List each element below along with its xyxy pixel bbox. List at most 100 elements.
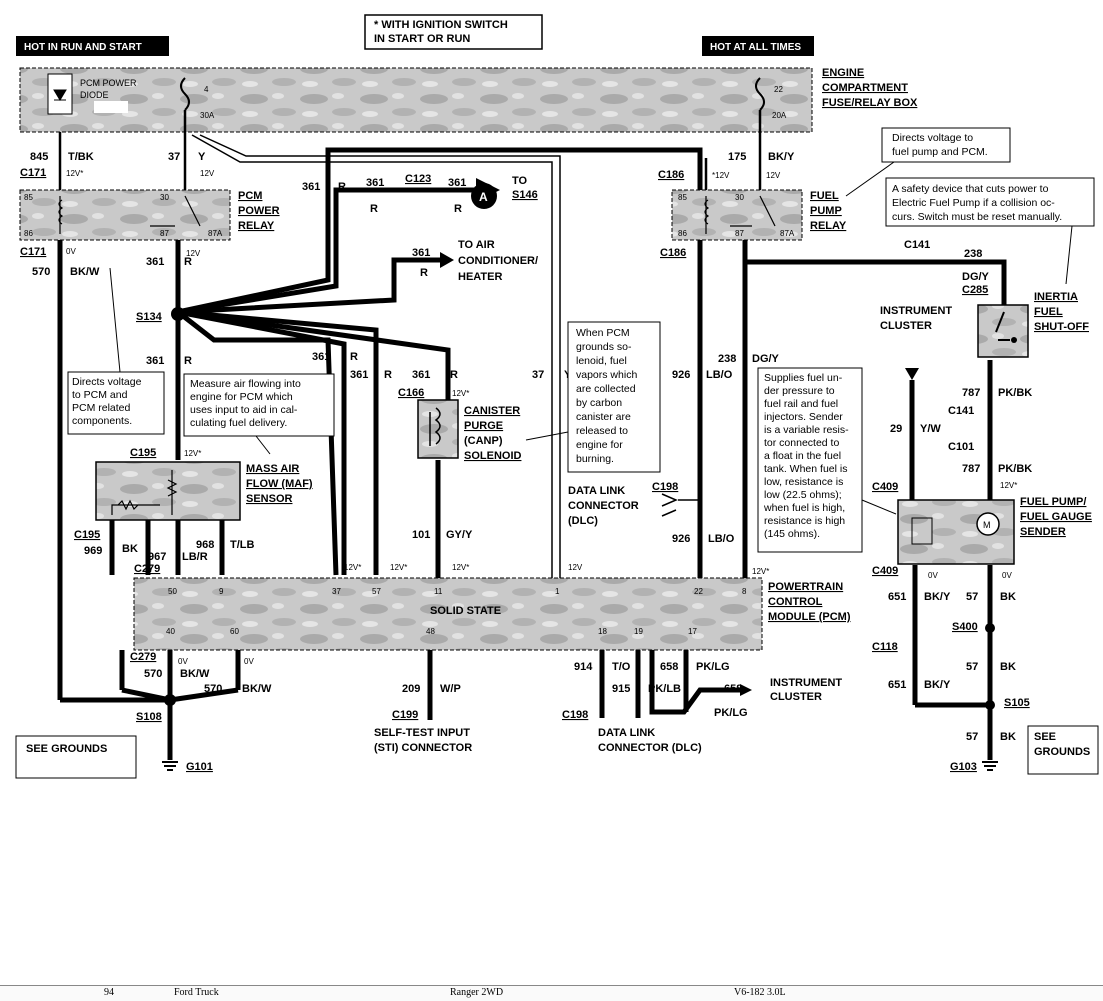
- svg-text:INSTRUMENT: INSTRUMENT: [770, 677, 842, 689]
- svg-text:tank. When fuel is: tank. When fuel is: [764, 463, 847, 475]
- fuse-relay-box: [19, 67, 813, 133]
- see-grounds-box-left: [15, 735, 137, 779]
- to-ac-arrow: [440, 252, 454, 268]
- svg-text:651: 651: [888, 679, 906, 691]
- svg-text:CONTROL: CONTROL: [768, 596, 823, 608]
- svg-text:(CANP): (CANP): [464, 435, 503, 447]
- svg-text:175: 175: [728, 151, 746, 163]
- svg-text:CONNECTOR: CONNECTOR: [568, 500, 639, 512]
- svg-text:C171: C171: [20, 246, 46, 258]
- svg-text:C279: C279: [130, 651, 156, 663]
- fuse-4-num: 4: [204, 85, 209, 94]
- svg-text:PK/BK: PK/BK: [998, 387, 1032, 399]
- ignition-note-box: [364, 14, 543, 50]
- svg-text:canister are: canister are: [576, 411, 631, 423]
- svg-text:(STI) CONNECTOR: (STI) CONNECTOR: [374, 742, 472, 754]
- svg-text:Y/W: Y/W: [920, 423, 941, 435]
- svg-text:12V*: 12V*: [390, 563, 407, 572]
- svg-text:CONDITIONER/: CONDITIONER/: [458, 255, 538, 267]
- svg-text:released to: released to: [576, 425, 628, 437]
- svg-text:361: 361: [412, 369, 430, 381]
- svg-text:12V: 12V: [186, 249, 201, 258]
- svg-text:R: R: [338, 181, 346, 193]
- splice-s134: [171, 307, 185, 321]
- svg-text:BK: BK: [1000, 591, 1016, 603]
- svg-text:SEE: SEE: [1034, 731, 1056, 743]
- pcm-relay-title-2: POWER: [238, 205, 280, 217]
- svg-text:12V: 12V: [200, 169, 215, 178]
- svg-text:658: 658: [724, 683, 742, 695]
- svg-text:Directs voltage: Directs voltage: [72, 376, 142, 388]
- svg-text:57: 57: [372, 587, 381, 596]
- to-cluster-arrow: [740, 684, 752, 696]
- svg-text:INERTIA: INERTIA: [1034, 291, 1078, 303]
- svg-text:lenoid, fuel: lenoid, fuel: [576, 355, 627, 367]
- svg-text:R: R: [454, 203, 462, 215]
- svg-text:C171: C171: [20, 167, 46, 179]
- pcm-relay-title-3: RELAY: [238, 220, 275, 232]
- pcm-relay-title-1: PCM: [238, 190, 262, 202]
- svg-text:S146: S146: [512, 189, 538, 201]
- svg-text:BK: BK: [1000, 661, 1016, 673]
- svg-text:87: 87: [735, 229, 744, 238]
- svg-text:low (22.5 ohms);: low (22.5 ohms);: [764, 489, 842, 501]
- svg-text:SOLENOID: SOLENOID: [464, 450, 522, 462]
- fuse-22: [755, 77, 765, 111]
- footer-page: 94: [104, 987, 114, 998]
- svg-text:87A: 87A: [780, 229, 795, 238]
- svg-text:Y: Y: [198, 151, 206, 163]
- svg-text:resistance is high: resistance is high: [764, 515, 845, 527]
- svg-text:LB/O: LB/O: [708, 533, 735, 545]
- svg-text:BK: BK: [122, 543, 138, 555]
- svg-text:22: 22: [694, 587, 703, 596]
- svg-text:POWERTRAIN: POWERTRAIN: [768, 581, 843, 593]
- svg-text:37: 37: [332, 587, 341, 596]
- svg-text:DG/Y: DG/Y: [752, 353, 780, 365]
- svg-text:to PCM and: to PCM and: [72, 389, 128, 401]
- svg-text:T/LB: T/LB: [230, 539, 254, 551]
- svg-text:18: 18: [598, 627, 607, 636]
- svg-text:BK/Y: BK/Y: [924, 679, 951, 691]
- svg-text:29: 29: [890, 423, 902, 435]
- svg-text:a float in the fuel: a float in the fuel: [764, 450, 841, 462]
- svg-text:FUEL GAUGE: FUEL GAUGE: [1020, 511, 1092, 523]
- see-grounds-box-right: [1027, 725, 1099, 775]
- svg-text:R: R: [384, 369, 392, 381]
- svg-text:T/O: T/O: [612, 661, 631, 673]
- svg-text:C285: C285: [962, 284, 988, 296]
- svg-text:209: 209: [402, 683, 420, 695]
- svg-text:1: 1: [555, 587, 560, 596]
- pcm-power-relay: [19, 189, 231, 241]
- svg-text:C101: C101: [948, 441, 974, 453]
- svg-text:361: 361: [412, 247, 430, 259]
- svg-text:A safety device that cuts powe: A safety device that cuts power to: [892, 183, 1049, 195]
- svg-text:Supplies fuel un-: Supplies fuel un-: [764, 372, 843, 384]
- note-sender: [757, 367, 863, 553]
- hot-run-start-text: HOT IN RUN AND START: [24, 42, 142, 53]
- svg-text:48: 48: [426, 627, 435, 636]
- svg-text:57: 57: [966, 661, 978, 673]
- svg-text:0V: 0V: [178, 657, 188, 666]
- svg-text:SENDER: SENDER: [1020, 526, 1066, 538]
- svg-text:is a variable resis-: is a variable resis-: [764, 424, 849, 436]
- svg-text:R: R: [450, 369, 458, 381]
- svg-text:57: 57: [966, 591, 978, 603]
- svg-text:MODULE (PCM): MODULE (PCM): [768, 611, 851, 623]
- svg-text:BK/W: BK/W: [70, 266, 100, 278]
- svg-text:fuel rail and fuel: fuel rail and fuel: [764, 398, 838, 410]
- svg-text:238: 238: [718, 353, 736, 365]
- svg-text:(145 ohms).: (145 ohms).: [764, 528, 820, 540]
- svg-text:361: 361: [146, 355, 164, 367]
- svg-text:57: 57: [966, 731, 978, 743]
- fuse-22-num: 22: [774, 85, 783, 94]
- svg-text:DG/Y: DG/Y: [962, 271, 990, 283]
- svg-text:651: 651: [888, 591, 906, 603]
- svg-text:BK: BK: [1000, 731, 1016, 743]
- svg-text:85: 85: [678, 193, 687, 202]
- svg-text:R: R: [370, 203, 378, 215]
- svg-text:12V*: 12V*: [66, 169, 83, 178]
- page-footer: 94 Ford Truck Ranger 2WD V6-182 3.0L: [0, 985, 1103, 1001]
- svg-text:W/P: W/P: [440, 683, 461, 695]
- svg-text:361: 361: [312, 351, 330, 363]
- svg-text:361: 361: [366, 177, 384, 189]
